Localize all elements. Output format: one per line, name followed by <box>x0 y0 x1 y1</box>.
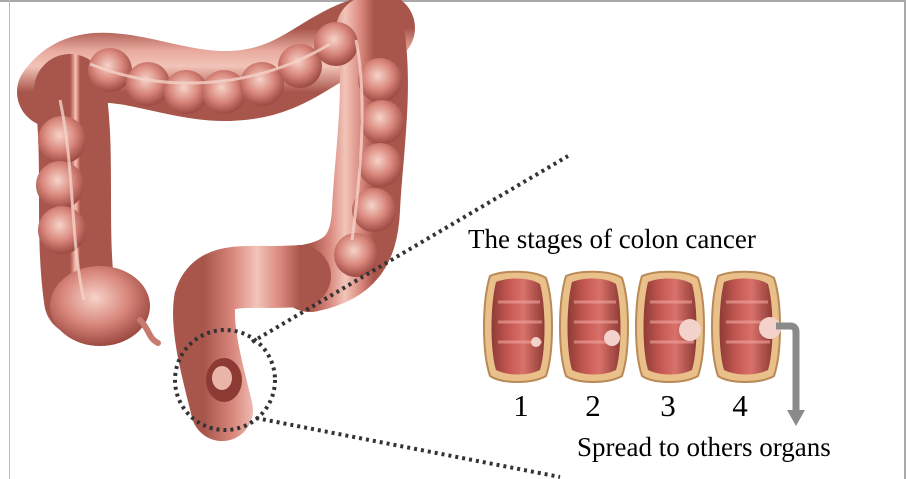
stage-4-section <box>712 272 781 382</box>
stage-2-tumor <box>604 330 620 346</box>
stage-2-section <box>560 272 628 382</box>
stage-1-section <box>484 272 552 382</box>
stage-3-label: 3 <box>653 388 683 424</box>
stage-4-label: 4 <box>725 388 755 424</box>
colon-illustration <box>36 22 404 410</box>
stage-1-label: 1 <box>506 388 536 424</box>
stage-3-tumor <box>679 319 701 341</box>
callout-line-lower <box>256 418 560 477</box>
diagram-title: The stages of colon cancer <box>468 224 756 255</box>
stage-1-tumor <box>531 337 541 347</box>
tumor-spot <box>212 366 232 390</box>
stage-2-label: 2 <box>578 388 608 424</box>
stage-3-section <box>636 272 704 382</box>
spread-caption: Spread to others organs <box>577 432 831 463</box>
